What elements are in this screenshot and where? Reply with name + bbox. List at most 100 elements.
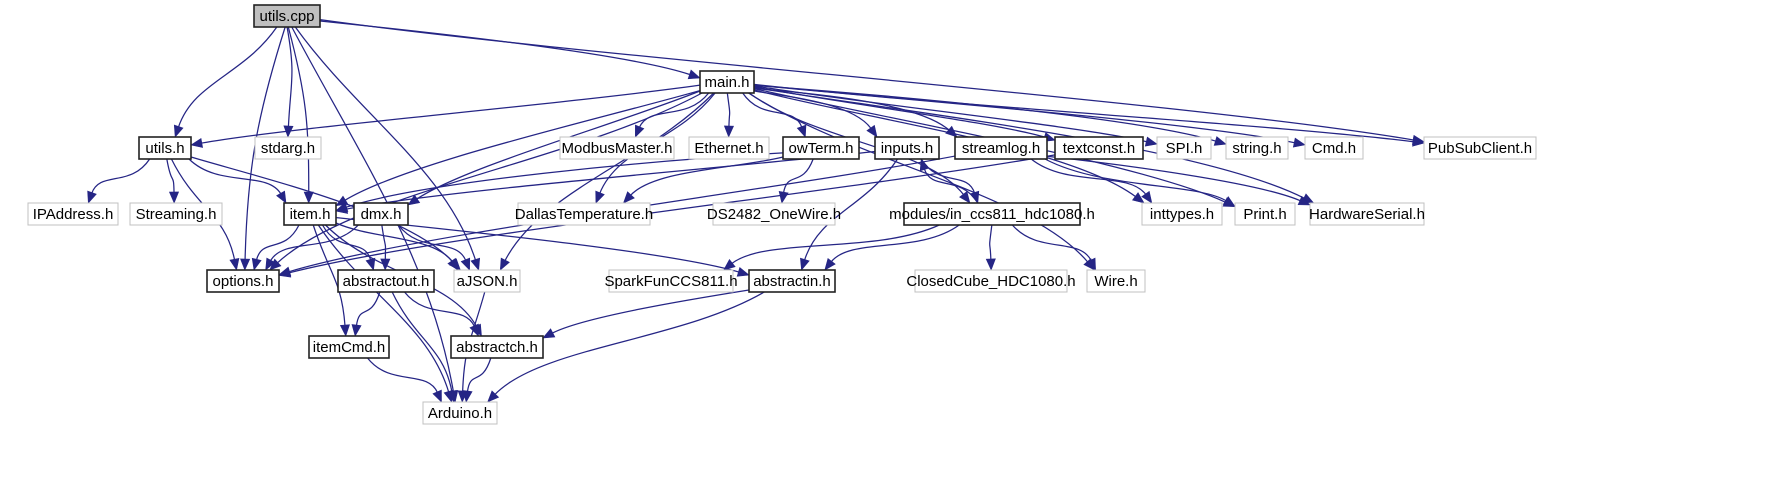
- graph-node-streamlog-h[interactable]: streamlog.h: [954, 136, 1048, 160]
- graph-node-pubsubclient-h[interactable]: PubSubClient.h: [1423, 136, 1537, 160]
- node-box[interactable]: [450, 335, 544, 359]
- node-box[interactable]: [1086, 269, 1146, 293]
- dependency-edge: [731, 224, 940, 265]
- dependency-edge: [286, 26, 293, 128]
- graph-node-arduino-h[interactable]: Arduino.h: [422, 401, 498, 425]
- dependency-edge: [200, 84, 701, 144]
- node-box[interactable]: [688, 136, 770, 160]
- graph-node-options-h[interactable]: options.h: [206, 269, 280, 293]
- edge-arrowhead: [303, 191, 314, 204]
- dependency-edge: [742, 92, 803, 128]
- node-box[interactable]: [138, 136, 192, 160]
- graph-node-ajson-h[interactable]: aJSON.h: [453, 269, 521, 293]
- dependency-edge: [726, 92, 731, 128]
- node-box[interactable]: [782, 136, 860, 160]
- graph-node-inttypes-h[interactable]: inttypes.h: [1141, 202, 1223, 226]
- edge-arrowhead: [335, 203, 349, 214]
- dependency-edge: [404, 291, 476, 328]
- edge-arrowhead: [276, 190, 287, 204]
- node-box[interactable]: [608, 269, 734, 293]
- graph-node-ipaddress-h[interactable]: IPAddress.h: [27, 202, 119, 226]
- graph-node-spi-h[interactable]: SPI.h: [1156, 136, 1212, 160]
- edge-arrowhead: [542, 328, 556, 339]
- edge-arrowhead: [1213, 136, 1227, 146]
- node-box[interactable]: [453, 269, 521, 293]
- dependency-edge: [1011, 224, 1092, 262]
- node-box[interactable]: [1234, 202, 1296, 226]
- dependency-edge: [344, 89, 701, 202]
- graph-node-textconst-h[interactable]: textconst.h: [1054, 136, 1144, 160]
- graph-node-ds2482-onewire-h[interactable]: DS2482_OneWire.h: [707, 202, 841, 226]
- edge-arrowhead: [265, 257, 276, 271]
- graph-node-abstractch-h[interactable]: abstractch.h: [450, 335, 544, 359]
- node-box[interactable]: [206, 269, 280, 293]
- graph-node-dmx-h[interactable]: dmx.h: [353, 202, 409, 226]
- graph-node-string-h[interactable]: string.h: [1225, 136, 1289, 160]
- edge-arrowhead: [240, 258, 251, 271]
- graph-node-stdarg-h[interactable]: stdarg.h: [254, 136, 322, 160]
- node-box[interactable]: [308, 335, 390, 359]
- node-box[interactable]: [254, 136, 322, 160]
- graph-node-inputs-h[interactable]: inputs.h: [874, 136, 940, 160]
- edge-arrowhead: [251, 257, 262, 271]
- node-box[interactable]: [1156, 136, 1212, 160]
- node-box[interactable]: [699, 70, 755, 94]
- graph-node-dallastemp-h[interactable]: DallasTemperature.h: [515, 202, 653, 226]
- graph-node-print-h[interactable]: Print.h: [1234, 202, 1296, 226]
- node-box[interactable]: [712, 202, 836, 226]
- node-box[interactable]: [422, 401, 498, 425]
- edge-arrowhead: [339, 324, 350, 337]
- node-box[interactable]: [559, 136, 675, 160]
- graph-node-utils-cpp[interactable]: utils.cpp: [253, 4, 321, 28]
- node-box[interactable]: [353, 202, 409, 226]
- node-box[interactable]: [903, 202, 1081, 226]
- dependency-edge: [1044, 158, 1227, 202]
- node-box[interactable]: [874, 136, 940, 160]
- graph-node-cmd-h[interactable]: Cmd.h: [1304, 136, 1364, 160]
- graph-node-item-h[interactable]: item.h: [283, 202, 337, 226]
- node-box[interactable]: [1225, 136, 1289, 160]
- node-box[interactable]: [253, 4, 321, 28]
- dependency-edge: [255, 224, 300, 261]
- node-box[interactable]: [1304, 136, 1364, 160]
- edge-arrowhead: [1222, 196, 1236, 207]
- graph-node-wire-h[interactable]: Wire.h: [1086, 269, 1146, 293]
- graph-node-itemcmd-h[interactable]: itemCmd.h: [308, 335, 390, 359]
- graph-node-streaming-h[interactable]: Streaming.h: [129, 202, 223, 226]
- edge-arrowhead: [866, 124, 878, 138]
- edge-arrowhead: [723, 259, 736, 271]
- node-box[interactable]: [914, 269, 1068, 293]
- edge-arrowhead: [985, 258, 996, 271]
- graph-node-hardwareserial-h[interactable]: HardwareSerial.h: [1309, 202, 1425, 226]
- node-box[interactable]: [954, 136, 1048, 160]
- node-box[interactable]: [337, 269, 435, 293]
- node-box[interactable]: [27, 202, 119, 226]
- dependency-edge: [317, 224, 450, 393]
- node-box[interactable]: [1309, 202, 1425, 226]
- node-box[interactable]: [748, 269, 836, 293]
- node-box[interactable]: [1423, 136, 1537, 160]
- node-box[interactable]: [1141, 202, 1223, 226]
- node-box[interactable]: [283, 202, 337, 226]
- graph-node-utils-h[interactable]: utils.h: [138, 136, 192, 160]
- graph-node-modbusmaster-h[interactable]: ModbusMaster.h: [559, 136, 675, 160]
- dependency-edge: [294, 26, 477, 261]
- edge-arrowhead: [168, 191, 180, 204]
- node-box[interactable]: [517, 202, 651, 226]
- node-box[interactable]: [129, 202, 223, 226]
- dependency-edge: [989, 224, 993, 261]
- graph-node-abstractin-h[interactable]: abstractin.h: [748, 269, 836, 293]
- graph-node-owterm-h[interactable]: owTerm.h: [782, 136, 860, 160]
- graph-node-in-ccs811-h[interactable]: modules/in_ccs811_hdc1080.h: [889, 202, 1095, 226]
- dependency-edge: [782, 158, 814, 194]
- node-box[interactable]: [1054, 136, 1144, 160]
- graph-node-abstractout-h[interactable]: abstractout.h: [337, 269, 435, 293]
- graph-node-sparkfunccs811-h[interactable]: SparkFunCCS811.h: [604, 269, 738, 293]
- edge-arrowhead: [622, 191, 635, 204]
- graph-node-main-h[interactable]: main.h: [699, 70, 755, 94]
- graph-node-ethernet-h[interactable]: Ethernet.h: [688, 136, 770, 160]
- node-layer: utils.cpp main.h utils.h stdarg.h ModbusMast…: [27, 4, 1537, 425]
- graph-node-closedcube-h[interactable]: ClosedCube_HDC1080.h: [906, 269, 1076, 293]
- edge-arrowhead: [447, 257, 459, 271]
